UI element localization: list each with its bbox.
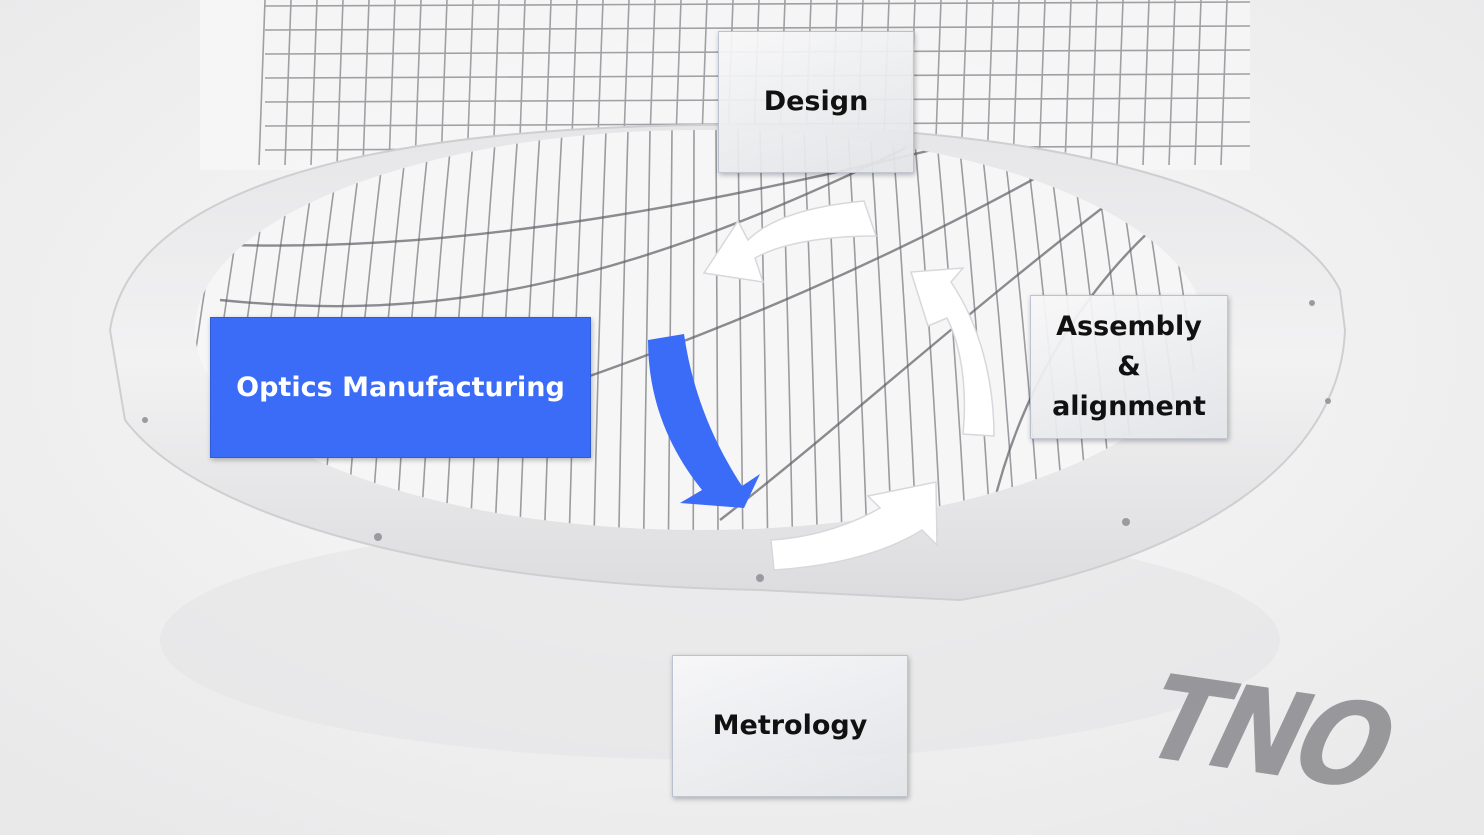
cycle-arrows [648, 200, 995, 571]
assembly-label-line-1: Assembly [1056, 311, 1202, 342]
metrology-label: Metrology [712, 710, 868, 741]
design-box[interactable]: Design [718, 31, 914, 173]
assembly-label-line-3: alignment [1052, 391, 1206, 422]
arrow-optics-to-metrology [648, 334, 760, 508]
rim-holes [142, 300, 1331, 582]
arrow-metrology-to-assembly [770, 481, 938, 571]
arrow-design-to-optics [702, 200, 878, 283]
design-label: Design [763, 86, 869, 117]
optics-manufacturing-box[interactable]: Optics Manufacturing [210, 317, 591, 458]
metrology-box[interactable]: Metrology [672, 655, 908, 797]
assembly-label: Assembly & alignment [1052, 307, 1206, 427]
optics-manufacturing-label: Optics Manufacturing [236, 371, 565, 403]
arrow-assembly-to-design [910, 267, 995, 437]
assembly-label-line-2: & [1117, 351, 1141, 382]
assembly-alignment-box[interactable]: Assembly & alignment [1030, 295, 1228, 439]
